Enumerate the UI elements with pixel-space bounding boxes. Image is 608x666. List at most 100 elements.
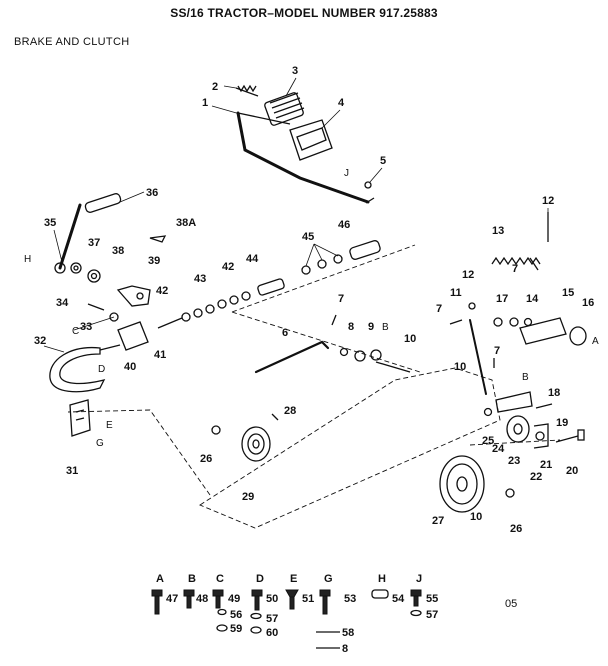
callout-15: 15 [562,287,574,299]
callout-20: 20 [566,465,578,477]
legend-letter-g: G [324,573,333,585]
callout-7a: 7 [338,293,344,305]
callout-33: 33 [80,321,92,333]
callout-10c: 10 [470,511,482,523]
callout-11: 11 [450,287,462,299]
pin-h-icon [371,589,389,599]
callout-44: 44 [246,253,259,265]
callout-26b: 26 [510,523,522,535]
callout-13: 13 [492,225,504,237]
legend-53: 53 [344,593,356,605]
callout-36: 36 [146,187,158,199]
legend-59: 59 [230,623,242,635]
legend-50: 50 [266,593,278,605]
legend-8: 8 [342,643,348,655]
callout-12b: 12 [462,269,474,281]
legend-60: 60 [266,627,278,639]
legend-letter-e: E [290,573,297,585]
legend-48: 48 [196,593,208,605]
callout-46: 46 [338,219,350,231]
letter-b1: B [382,322,389,333]
callout-24: 24 [492,443,505,455]
callout-1: 1 [202,97,208,109]
callout-4: 4 [338,97,345,109]
callout-16: 16 [582,297,594,309]
callout-34: 34 [56,297,69,309]
bolt-b-icon [183,589,195,609]
callout-3: 3 [292,65,298,77]
callout-29: 29 [242,491,254,503]
letter-j: J [344,168,349,179]
legend-57b: 57 [426,609,438,621]
legend-56: 56 [230,609,242,621]
legend-letter-h: H [378,573,386,585]
callout-12a: 12 [542,195,554,207]
callout-18: 18 [548,387,560,399]
legend-57a: 57 [266,613,278,625]
bolt-c-icon [212,589,224,609]
nut-60-icon [250,626,262,634]
bolt-j-icon [410,589,422,607]
callout-42b: 42 [222,261,234,273]
clutch-pedal-assembly [54,193,167,283]
letter-d: D [98,364,105,375]
callout-10a: 10 [404,333,416,345]
washer-56-icon [217,608,227,616]
callout-45: 45 [302,231,314,243]
legend-letter-d: D [256,573,264,585]
callout-39: 39 [148,255,160,267]
callout-22: 22 [530,471,542,483]
letter-g: G [96,438,104,449]
callout-5: 5 [380,155,386,167]
letter-e: E [106,420,113,431]
callout-35: 35 [44,217,56,229]
callout-25: 25 [482,435,494,447]
callout-26a: 26 [200,453,212,465]
callout-9: 9 [368,321,374,333]
callout-42a: 42 [156,285,168,297]
letter-b2: B [522,372,529,383]
callout-37: 37 [88,237,100,249]
washer-57-icon [250,612,262,620]
legend-letter-c: C [216,573,224,585]
callout-21: 21 [540,459,552,471]
legend-letter-j: J [416,573,422,585]
page-title: SS/16 TRACTOR–MODEL NUMBER 917.25883 [170,6,438,20]
callout-41: 41 [154,349,166,361]
legend-letter-a: A [156,573,164,585]
brake-band [49,344,121,437]
callout-32: 32 [34,335,46,347]
callout-8: 8 [348,321,354,333]
letter-c: C [72,326,79,337]
letter-a: A [592,336,599,347]
pulleys [211,413,515,513]
callout-38a: 38A [176,217,196,229]
callout-17: 17 [496,293,508,305]
callout-10b: 10 [454,361,466,373]
callout-numbers: 1 2 3 4 5 6 7 7 7 7 8 9 10 10 10 11 12 1… [34,65,594,535]
callout-7c: 7 [436,303,442,315]
nut-59-icon [216,624,228,632]
callout-27: 27 [432,515,444,527]
legend-54: 54 [392,593,405,605]
frame-outline [67,244,561,529]
legend-49: 49 [228,593,240,605]
callout-31: 31 [66,465,78,477]
brake-pedal-assembly [235,84,375,204]
bolt-g-icon [319,589,331,615]
callout-28: 28 [284,405,296,417]
callout-38: 38 [112,245,124,257]
washer-57b-icon [410,609,422,617]
idler-pulley-group [483,407,585,449]
hardware-legend: A B C D E G H J 47 48 49 50 51 53 54 55 … [151,573,438,655]
callout-43: 43 [194,273,206,285]
bolt-d-icon [251,589,263,611]
section-title: BRAKE AND CLUTCH [14,36,130,48]
letter-markers: H J B B C D E G A [24,168,599,449]
callout-40: 40 [124,361,136,373]
leader-lines [43,77,549,353]
screw-e-icon [285,589,299,610]
callout-19: 19 [556,417,568,429]
callout-7d: 7 [494,345,500,357]
